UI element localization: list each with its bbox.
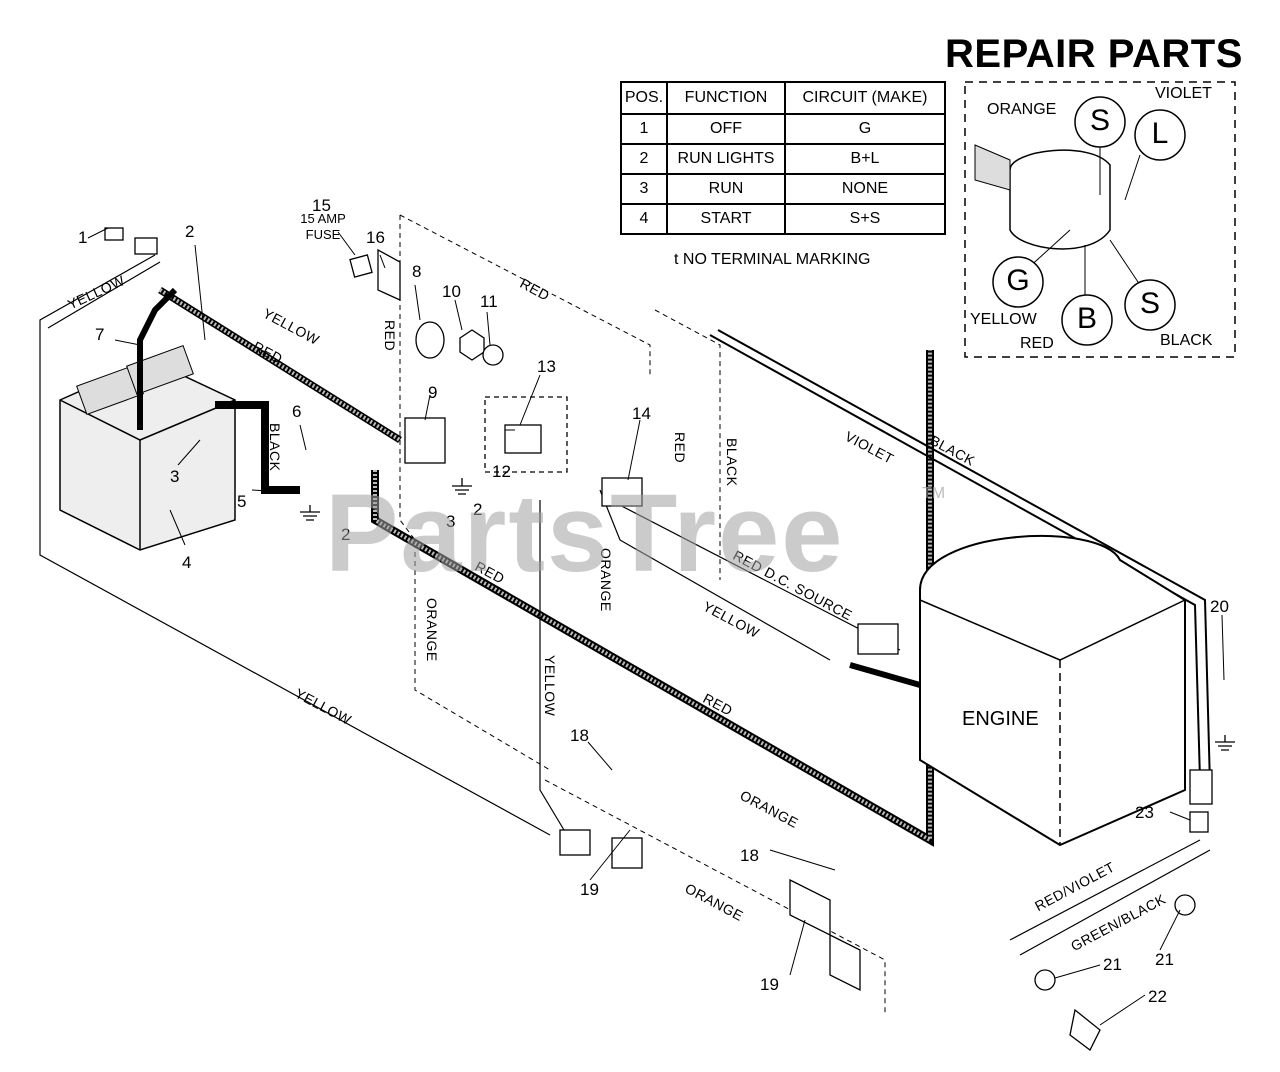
table-row: 3 RUN NONE — [620, 173, 946, 205]
table-cell: RUN LIGHTS — [666, 143, 786, 175]
part-number: 2 — [185, 222, 195, 241]
table-cell: B+L — [784, 143, 946, 175]
part-number: 10 — [442, 282, 461, 301]
engine — [919, 535, 1186, 847]
part-number: 16 — [366, 228, 385, 247]
part-number: 23 — [1135, 803, 1154, 822]
part-number: 7 — [95, 325, 105, 344]
table-cell: 2 — [620, 143, 668, 175]
part-number: 4 — [182, 553, 192, 572]
violet-wire — [709, 334, 1201, 781]
part-number: 6 — [292, 402, 302, 421]
wire-label: RED — [382, 320, 398, 352]
trademark: TM — [922, 485, 946, 502]
table-cell: OFF — [666, 113, 786, 145]
part-number: 2 — [341, 525, 351, 544]
wire-label: BLACK — [267, 423, 283, 472]
table-cell: 1 — [620, 113, 668, 145]
table-cell: RUN — [666, 173, 786, 205]
part-number: 18 — [570, 726, 589, 745]
dashed-panel — [399, 214, 651, 375]
table-cell: 4 — [620, 203, 668, 235]
table-header-row: POS. FUNCTION CIRCUIT (MAKE) — [620, 81, 946, 115]
watermark: PartsTree — [325, 472, 845, 595]
wire-label: YELLOW — [542, 655, 558, 717]
table-row: 1 OFF G — [620, 113, 946, 145]
part-number: 3 — [446, 512, 456, 531]
table-cell: NONE — [784, 173, 946, 205]
ignition-switch — [964, 81, 1236, 358]
switch-wire-orange: ORANGE — [987, 101, 1057, 118]
battery-positive-cable — [137, 287, 178, 430]
ground-symbols — [300, 478, 1235, 751]
part-number: 15 — [312, 196, 331, 215]
part-number: 1 — [78, 228, 88, 247]
switch-function-table: POS. FUNCTION CIRCUIT (MAKE) 1 OFF G 2 R… — [620, 81, 946, 235]
black-cable — [215, 401, 300, 494]
part-number: 8 — [412, 262, 422, 281]
table-cell: 3 — [620, 173, 668, 205]
dashed-panel-3 — [654, 309, 721, 580]
part-number: 12 — [492, 462, 511, 481]
components — [104, 227, 1213, 1051]
battery — [59, 345, 236, 551]
table-header: FUNCTION — [666, 81, 786, 115]
terminal-g: G — [1006, 264, 1030, 297]
yellow-wire-outline-2 — [47, 261, 161, 329]
part-number: 19 — [760, 975, 779, 994]
part-number: 21 — [1103, 955, 1122, 974]
part-number: 5 — [237, 492, 247, 511]
part-number: 11 — [480, 292, 498, 311]
switch-wire-black: BLACK — [1160, 332, 1213, 349]
orange-wire — [609, 499, 901, 651]
part-number: 22 — [1148, 987, 1167, 1006]
fuse-label: 15 AMP FUSE — [300, 211, 346, 242]
switch-wire-violet: VIOLET — [1155, 85, 1212, 102]
terminal-s-top: S — [1089, 104, 1110, 137]
part-number: 2 — [473, 500, 483, 519]
table-cell: S+S — [784, 203, 946, 235]
table-note: t NO TERMINAL MARKING — [674, 251, 871, 268]
table-cell: START — [666, 203, 786, 235]
part-number: 20 — [1210, 597, 1229, 616]
yellow-wire-outline — [39, 254, 551, 836]
part-number: 3 — [170, 467, 180, 486]
red-violet-wire — [1009, 839, 1201, 941]
leader-lines — [87, 227, 1225, 1026]
part-number: 18 — [740, 846, 759, 865]
part-number: 13 — [537, 357, 556, 376]
switch-wire-yellow: YELLOW — [970, 311, 1037, 328]
page-title: REPAIR PARTS — [945, 32, 1243, 76]
yellow-wire-solenoid — [539, 500, 571, 841]
terminal-b: B — [1076, 302, 1097, 335]
part-number: 19 — [580, 880, 599, 899]
part-number: 21 — [1155, 950, 1174, 969]
black-wire — [717, 329, 1211, 786]
terminal-l: L — [1151, 117, 1169, 150]
wire-label: RED — [672, 432, 688, 464]
switch-wire-red: RED — [1020, 335, 1054, 352]
table-cell: G — [784, 113, 946, 145]
table-row: 2 RUN LIGHTS B+L — [620, 143, 946, 175]
green-black-wire — [1019, 849, 1211, 956]
yellow-wire-engine — [599, 489, 831, 661]
dashed-panel-2 — [399, 215, 551, 771]
part-number: 14 — [632, 404, 651, 423]
part-number: 9 — [428, 383, 438, 402]
red-cable-inner — [158, 288, 402, 442]
table-header: CIRCUIT (MAKE) — [784, 81, 946, 115]
dashed-panel-4 — [544, 779, 886, 1015]
table-header: POS. — [620, 81, 668, 115]
table-row: 4 START S+S — [620, 203, 946, 235]
terminal-s-bottom: S — [1139, 287, 1160, 320]
wire-label: ORANGE — [424, 598, 440, 662]
engine-label: ENGINE — [962, 708, 1039, 730]
red-cable-long-inner — [373, 350, 932, 844]
